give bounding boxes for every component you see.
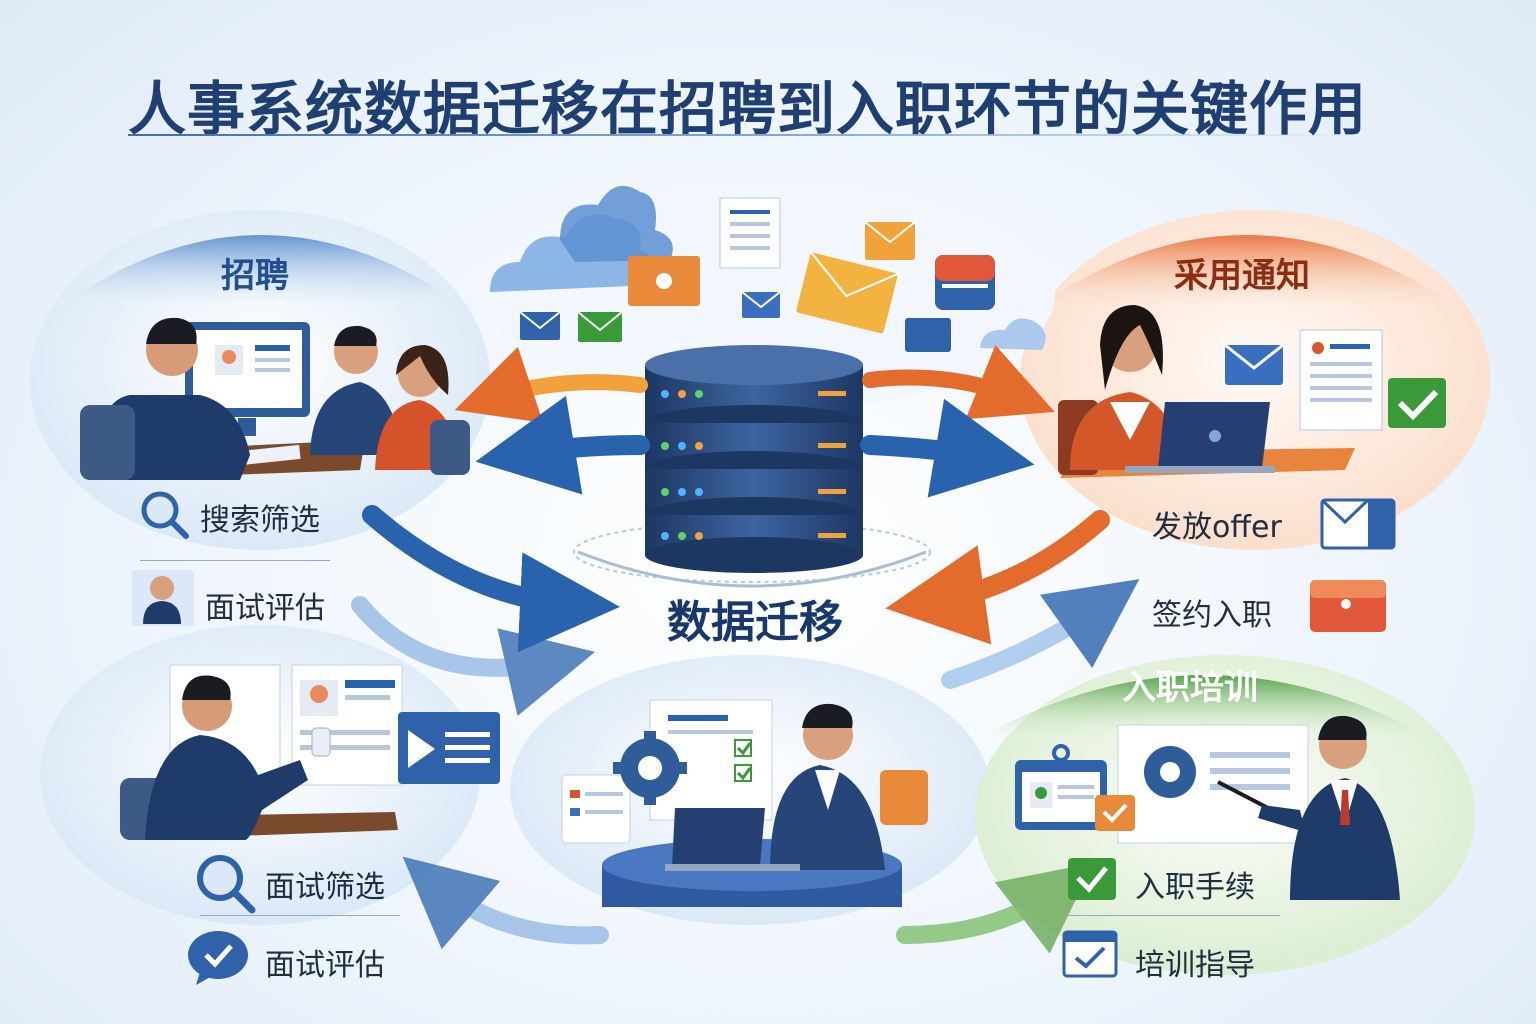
- screening-item-filter: 面试筛选: [265, 870, 385, 905]
- hiring-item-offer: 发放offer: [1152, 510, 1282, 545]
- title-divider: [128, 134, 1364, 136]
- envelope-icon: [1320, 498, 1396, 550]
- divider: [200, 915, 400, 916]
- section-header-onboarding: 入职培训: [1122, 668, 1258, 708]
- arrow-to-recruit: [475, 395, 650, 495]
- arrow-bottom-right: [896, 863, 1094, 954]
- arrow-to-recruit-top: [454, 346, 648, 423]
- arrow-to-hiring-top: [862, 345, 1055, 420]
- section-header-recruit: 招聘: [221, 256, 289, 296]
- envelope-icon: [796, 251, 899, 334]
- gear-icon: [613, 731, 687, 805]
- center-label: 数据迁移: [667, 597, 843, 648]
- screening-item-evaluate: 面试评估: [265, 948, 385, 983]
- panel-screening: [40, 625, 500, 925]
- envelope-icon: [628, 256, 700, 306]
- flow-arrows: [351, 345, 1140, 954]
- arrow-to-hiring: [860, 398, 1035, 498]
- arrow-center-to-hiring: [885, 510, 1110, 645]
- floating-documents-cluster: [485, 180, 1055, 410]
- arrow-recruit-to-center: [362, 505, 620, 653]
- arrow-bottom-left: [402, 856, 609, 950]
- divider: [140, 560, 330, 561]
- green-check-icon: [1068, 858, 1116, 900]
- recruit-item-search: 搜索筛选: [200, 503, 320, 538]
- magnifier-icon: [197, 855, 256, 914]
- hiring-item-sign: 签约入职: [1152, 598, 1272, 633]
- onboarding-item-procedures: 入职手续: [1135, 870, 1255, 905]
- recruit-item-interview: 面试评估: [205, 591, 325, 626]
- section-header-hiring: 采用通知: [1174, 256, 1310, 296]
- page-title: 人事系统数据迁移在招聘到入职环节的关键作用: [128, 75, 1368, 143]
- clipboard-check-icon: [1062, 930, 1118, 978]
- onboarding-item-training: 培训指导: [1135, 948, 1255, 983]
- magnifier-icon: [141, 491, 189, 539]
- panel-hiring: [1020, 210, 1490, 550]
- gear-icon: [1144, 746, 1196, 798]
- candidate-avatar-icon: [132, 570, 194, 626]
- orange-folder-icon: [1310, 580, 1386, 632]
- arrow-screening-to-center: [351, 596, 596, 716]
- panel-recruit: [30, 210, 490, 550]
- divider: [1065, 915, 1280, 916]
- chat-check-icon: [188, 931, 248, 985]
- arrow-center-to-signing: [941, 579, 1140, 689]
- panel-migration-operator: [510, 655, 990, 925]
